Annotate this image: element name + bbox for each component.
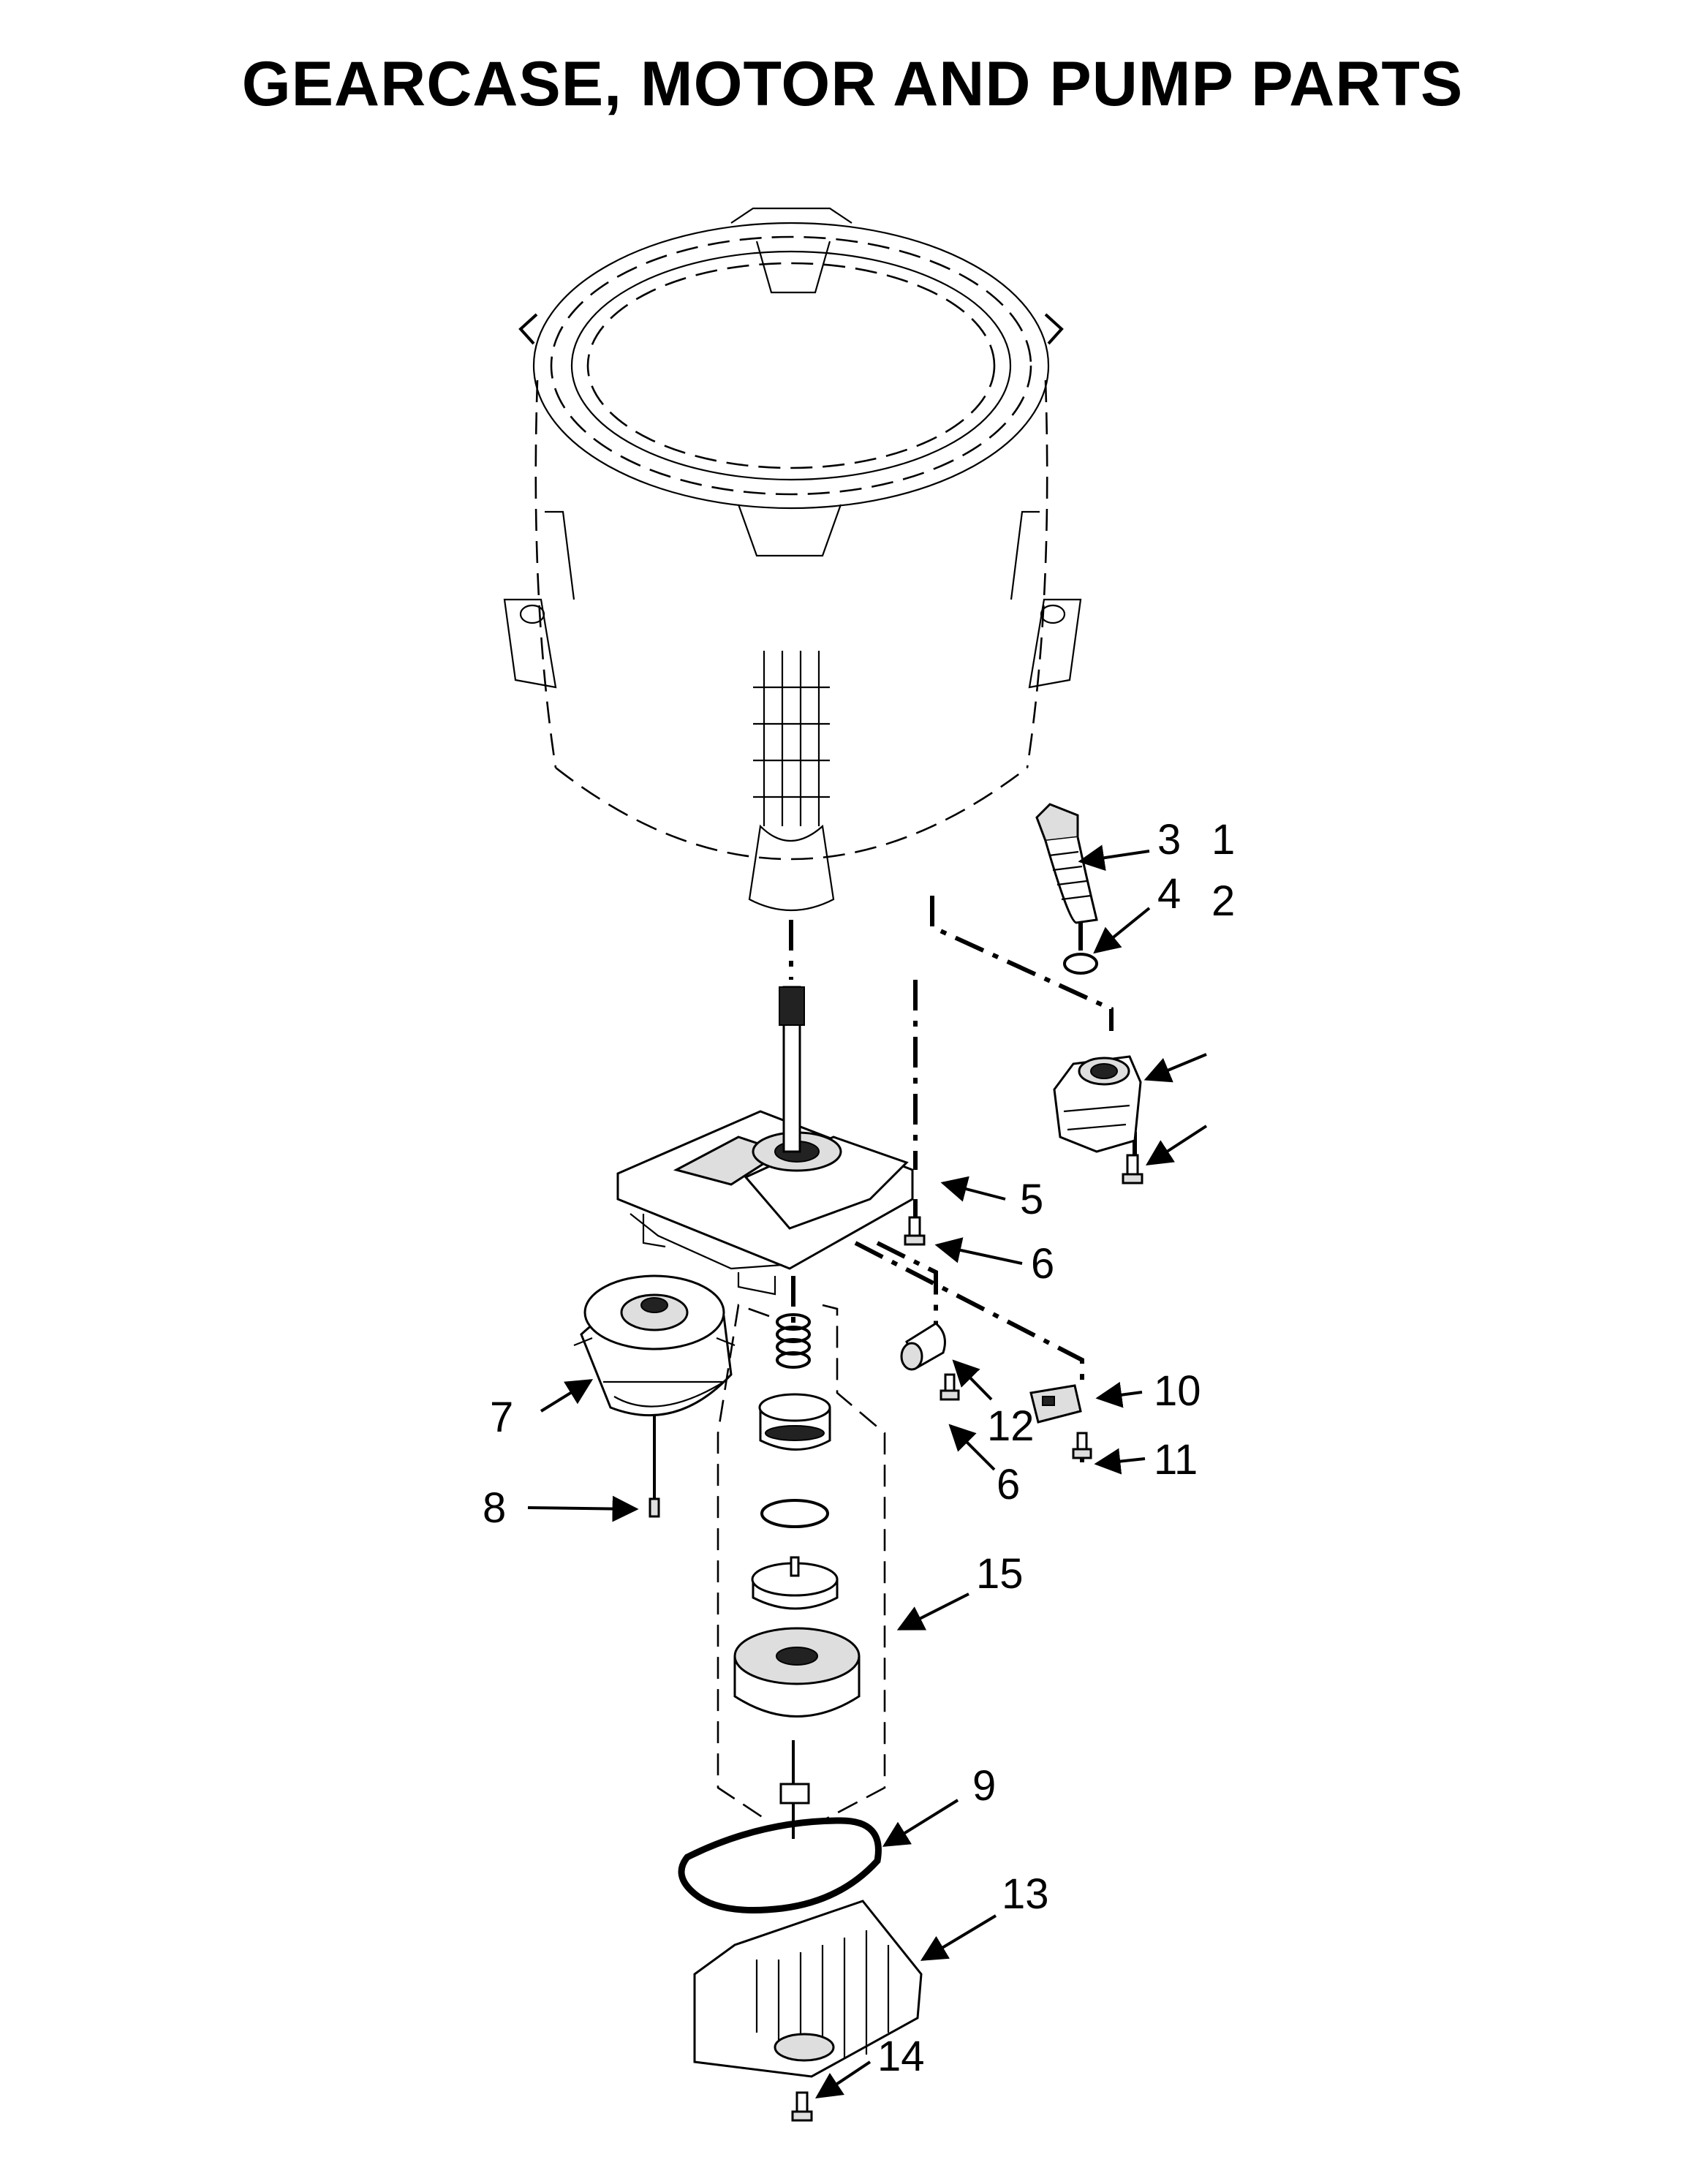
callout-6-capacitor: 6: [997, 1461, 1020, 1508]
callout-11: 11: [1154, 1436, 1198, 1484]
callout-4: 4: [1157, 870, 1181, 918]
drive-belt: [678, 1817, 882, 1913]
callout-8: 8: [483, 1484, 506, 1532]
lid-switch: [1029, 1384, 1082, 1424]
drain-pump: [1053, 1055, 1142, 1153]
callout-leaders: [527, 844, 1208, 2098]
callout-2: 2: [1211, 877, 1235, 925]
o-ring: [1063, 953, 1098, 975]
page-title: GEARCASE, MOTOR AND PUMP PARTS: [241, 49, 1464, 119]
callout-3: 3: [1157, 816, 1181, 864]
callout-5: 5: [1020, 1176, 1043, 1223]
motor: [573, 1274, 736, 1417]
callout-labels: 1 2 3 4 5 6 6 7 8 9 10 11 12 13 14 15: [483, 816, 1235, 2080]
callout-9: 9: [972, 1762, 996, 1810]
callout-6-gearcase: 6: [1031, 1240, 1054, 1288]
callout-13: 13: [1002, 1870, 1049, 1918]
pump-screw: [1122, 1154, 1143, 1184]
gearcase: [616, 986, 914, 1296]
lid-switch-screw: [1072, 1432, 1092, 1459]
callout-10: 10: [1154, 1367, 1201, 1415]
callout-7: 7: [490, 1394, 513, 1441]
capacitor-screw: [940, 1373, 960, 1401]
callout-12: 12: [987, 1402, 1035, 1450]
clutch-kit: [717, 1304, 886, 1822]
outer-tub-phantom: [503, 207, 1082, 912]
shield-screw: [791, 2091, 813, 2122]
assembly-lines: [653, 896, 1137, 2033]
motor-bolt: [649, 1497, 660, 1518]
motor-shield: [693, 1900, 923, 2078]
callout-14: 14: [877, 2033, 925, 2080]
pump-hose: [1035, 803, 1098, 924]
callout-15: 15: [976, 1550, 1024, 1598]
gearcase-screw: [904, 1216, 926, 1246]
capacitor: [900, 1322, 946, 1371]
callout-1: 1: [1211, 816, 1235, 864]
